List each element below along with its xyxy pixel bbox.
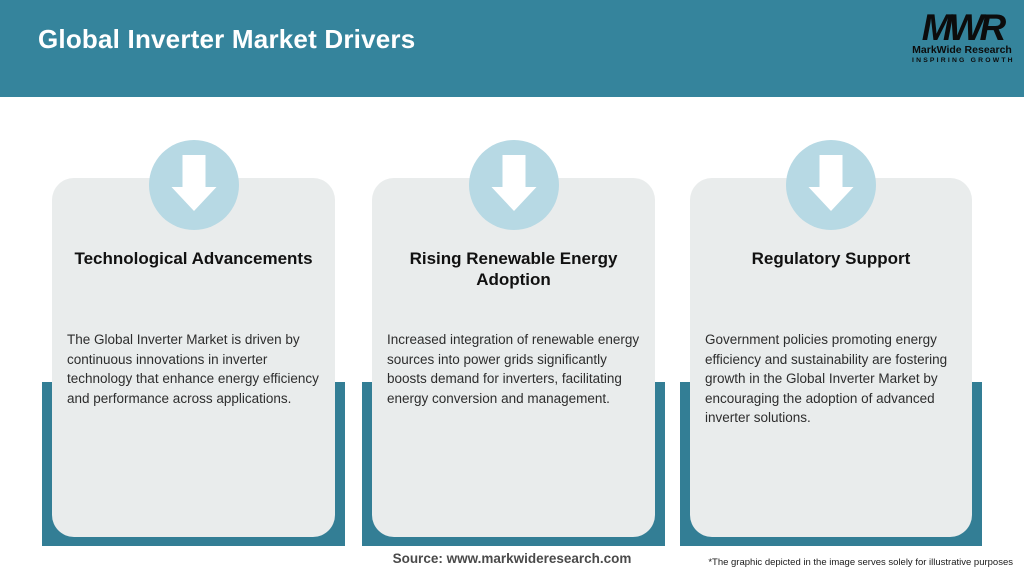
- card-body: Regulatory Support Government policies p…: [690, 178, 972, 537]
- card-description: Government policies promoting energy eff…: [705, 332, 948, 425]
- card-body: Rising Renewable Energy Adoption Increas…: [372, 178, 655, 537]
- source-text: Source: www.markwideresearch.com: [392, 551, 632, 566]
- card-title: Regulatory Support: [751, 249, 911, 268]
- logo-monogram: MWR: [921, 7, 1006, 48]
- driver-card-rising-renewable-energy-adoption: Rising Renewable Energy Adoption Increas…: [362, 140, 665, 546]
- disclaimer-text: *The graphic depicted in the image serve…: [708, 557, 1013, 568]
- driver-card-technological-advancements: Technological Advancements The Global In…: [42, 140, 345, 546]
- card-description: Increased integration of renewable energ…: [387, 332, 640, 406]
- down-arrow-icon: [786, 140, 876, 230]
- markwide-research-logo: MWR MarkWide Research INSPIRING GROWTH: [912, 7, 1015, 64]
- card-title: Technological Advancements: [74, 249, 313, 268]
- page-title: Global Inverter Market Drivers: [38, 24, 416, 54]
- card-body: Technological Advancements The Global In…: [52, 178, 335, 537]
- header-bar: Global Inverter Market Drivers MWR MarkW…: [0, 0, 1024, 97]
- driver-card-regulatory-support: Regulatory Support Government policies p…: [680, 140, 982, 546]
- card-title: Rising Renewable Energy Adoption: [409, 249, 618, 289]
- logo-company-name: MarkWide Research: [912, 44, 1012, 56]
- card-description: The Global Inverter Market is driven by …: [67, 332, 319, 406]
- down-arrow-icon: [468, 140, 559, 230]
- down-arrow-icon: [148, 140, 239, 230]
- logo-tagline: INSPIRING GROWTH: [912, 57, 1015, 64]
